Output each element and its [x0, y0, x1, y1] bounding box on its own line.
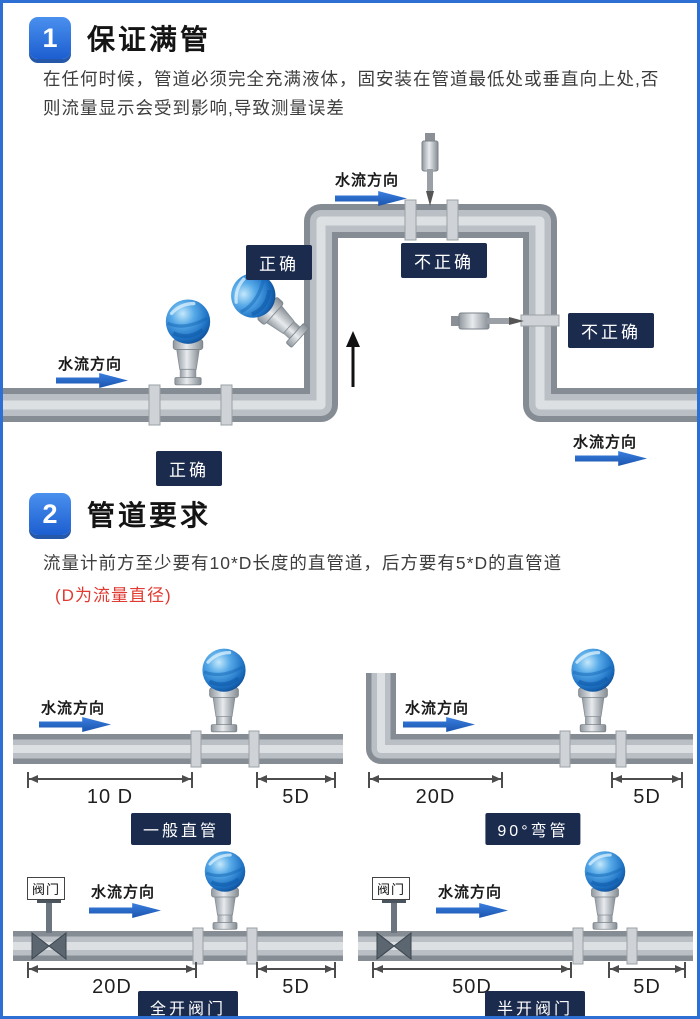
valve-icon	[374, 898, 414, 965]
flow-direction-label: 水流方向	[91, 884, 156, 901]
diagram-label-badge: 半开阀门	[484, 991, 586, 1016]
insertion-sensor-vertical	[417, 133, 443, 212]
section1-header: 1 保证满管	[29, 17, 211, 59]
flow-direction-label-right: 水流方向	[573, 434, 638, 451]
insertion-sensor-horizontal	[451, 308, 525, 339]
dimension-upstream: 10 D	[27, 772, 193, 809]
dimension-upstream-value: 10 D	[86, 786, 134, 808]
flowmeter-device	[192, 646, 256, 741]
section2-number-badge: 2	[29, 493, 71, 535]
diagram-label-badge: 一般直管	[130, 813, 232, 845]
flow-direction-label: 水流方向	[405, 700, 470, 717]
dimension-downstream-value: 5D	[633, 786, 661, 808]
valve-icon	[29, 898, 69, 965]
status-badge-correct-bottom: 正确	[156, 451, 222, 486]
section1-title: 保证满管	[87, 24, 212, 55]
dimension-downstream: 5D	[256, 962, 336, 999]
dimension-downstream-value: 5D	[633, 976, 661, 998]
flow-up-arrow-icon	[343, 329, 363, 394]
section2-note: (D为流量直径)	[55, 586, 172, 605]
dimension-downstream: 5D	[256, 772, 336, 809]
valve-label: 阀门	[372, 877, 411, 900]
flowmeter-device-upright	[155, 297, 221, 394]
section1-description: 在任何时候，管道必须完全充满液体，固安装在管道最低处或垂直向上处,否则流量显示会…	[43, 69, 660, 118]
flowmeter-device	[575, 849, 635, 938]
pipe-graphic	[13, 927, 343, 965]
diagram-open-valve: 阀门 水流方向 20D 5D 全开阀门	[13, 841, 343, 1016]
diagram-label-badge: 90°弯管	[485, 813, 581, 845]
pipe-graphic	[13, 730, 343, 768]
diagram-90-elbow: 水流方向 20D 5D 90°弯管	[353, 621, 693, 846]
dimension-upstream: 20D	[27, 962, 197, 999]
status-badge-correct-riser: 正确	[246, 245, 312, 280]
dimension-upstream-value: 20D	[92, 976, 132, 998]
dimension-downstream: 5D	[608, 962, 686, 999]
dimension-upstream: 50D	[372, 962, 572, 999]
flow-direction-label-left: 水流方向	[58, 356, 123, 373]
flow-direction-label: 水流方向	[438, 884, 503, 901]
flowmeter-device	[195, 849, 255, 938]
status-badge-incorrect-top: 不正确	[401, 243, 487, 278]
section2-title: 管道要求	[87, 500, 212, 531]
dimension-upstream-value: 20D	[415, 786, 456, 808]
pipe-graphic	[358, 927, 693, 965]
flowmeter-device	[561, 646, 625, 741]
dimension-downstream-value: 5D	[282, 786, 310, 808]
dimension-upstream-value: 50D	[452, 976, 492, 998]
dimension-downstream-value: 5D	[282, 976, 310, 998]
dimension-downstream: 5D	[611, 772, 683, 809]
diagram-straight-pipe: 水流方向 10 D 5D 一般直管	[13, 621, 343, 846]
pipe-graphic	[366, 673, 693, 768]
full-pipe-installation-diagram: 水流方向 正确 不正确 不正确 水流方向 正确 水流方向	[3, 133, 697, 488]
valve-label: 阀门	[27, 877, 66, 900]
diagram-half-open-valve: 阀门 水流方向 50D 5D 半开阀门	[358, 841, 693, 1016]
pipe-run-graphic	[3, 199, 697, 426]
flow-direction-label-top: 水流方向	[335, 172, 400, 189]
dimension-upstream: 20D	[368, 772, 503, 809]
section1-number-badge: 1	[29, 17, 71, 59]
flow-direction-label: 水流方向	[41, 700, 106, 717]
section2-header: 2 管道要求	[29, 493, 211, 535]
diagram-label-badge: 全开阀门	[137, 991, 239, 1016]
status-badge-incorrect-side: 不正确	[568, 313, 654, 348]
section2-description: 流量计前方至少要有10*D长度的直管道，后方要有5*D的直管道	[43, 553, 563, 573]
